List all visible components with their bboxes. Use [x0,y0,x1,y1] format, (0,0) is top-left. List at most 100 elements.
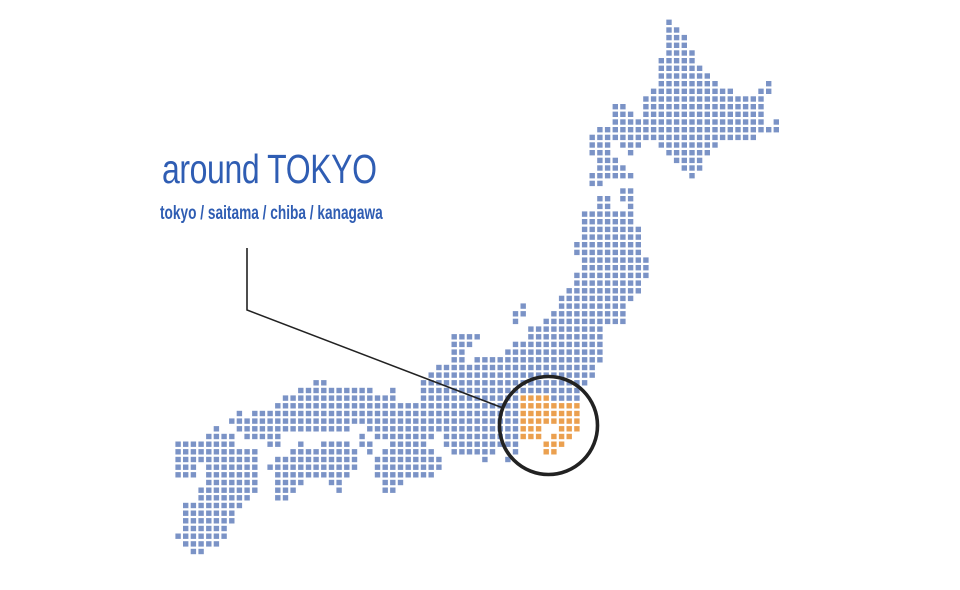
map-dot [336,456,342,463]
map-dot [213,525,220,532]
map-dot [597,157,603,164]
map-dot [673,104,680,110]
map-dot [620,318,626,325]
map-dot [627,203,634,210]
map-dot [489,418,496,424]
map-dot [459,372,465,378]
map-dot [505,433,511,440]
map-dot [244,495,250,501]
map-dot [390,472,396,478]
map-dot [321,449,327,455]
map-dot [229,479,235,486]
map-dot [313,472,319,478]
map-dot [336,487,342,493]
map-dot [689,150,695,156]
map-dot [681,165,687,171]
map-dot [696,111,703,117]
map-dot [382,456,388,463]
map-dot [597,219,603,225]
map-dot [666,150,672,156]
map-dot [512,449,519,455]
map-dot [236,426,243,432]
map-dot [612,219,618,225]
map-dot [236,410,243,417]
tokyo-area-dot [535,433,542,440]
map-dot [321,403,327,409]
map-dot [397,433,404,440]
map-dot [719,127,726,133]
map-dot [198,541,204,547]
map-dot [206,510,212,516]
map-dot [321,472,327,478]
map-dot [198,487,204,493]
map-dot [742,104,749,110]
map-dot [359,410,365,417]
map-dot [443,441,450,447]
map-dot [382,464,388,470]
map-dot [482,441,488,447]
map-dot [589,249,595,256]
tokyo-area-dot [520,418,526,424]
map-dot [466,433,473,440]
map-dot [321,395,327,401]
map-dot [428,395,434,401]
map-dot [359,403,365,409]
map-dot [413,441,419,447]
map-dot [581,341,588,348]
map-dot [405,403,411,409]
map-dot [620,127,626,133]
map-dot [696,96,703,102]
map-dot [673,42,680,48]
map-dot [489,449,496,455]
map-dot [505,372,511,378]
map-dot [336,426,342,432]
map-dot [581,349,588,355]
map-dot [221,502,227,509]
map-dot [758,111,764,117]
tokyo-area-dot [520,395,526,401]
map-dot [221,456,227,463]
map-dot [574,280,580,286]
map-dot [535,341,542,348]
map-dot [597,257,603,263]
map-dot [566,326,572,332]
map-dot [612,311,618,317]
map-dot [206,456,212,463]
map-dot [612,280,618,286]
map-dot [298,387,304,394]
map-dot [336,464,342,470]
map-dot [206,533,212,539]
map-dot [221,449,227,455]
map-dot [344,418,350,424]
map-dot [497,441,503,447]
map-dot [574,364,580,371]
map-dot [512,349,519,355]
map-dot [443,410,450,417]
map-dot [413,410,419,417]
map-dot [221,533,227,539]
map-dot [229,418,235,424]
map-dot [719,96,726,102]
map-dot [183,449,189,455]
map-dot [466,334,473,340]
map-dot [666,42,672,48]
map-dot [413,464,419,470]
map-dot [459,441,465,447]
map-dot [390,403,396,409]
map-dot [390,456,396,463]
map-dot [290,456,296,463]
map-dot [374,410,381,417]
map-dot [252,426,258,432]
map-dot [451,387,457,394]
map-dot [221,472,227,478]
map-dot [589,134,595,141]
map-dot [351,395,358,401]
map-dot [681,34,687,41]
map-dot [543,326,549,332]
map-dot [344,403,350,409]
map-dot [712,127,718,133]
map-dot [443,418,450,424]
map-dot [183,525,189,532]
map-dot [489,433,496,440]
map-dot [382,472,388,478]
